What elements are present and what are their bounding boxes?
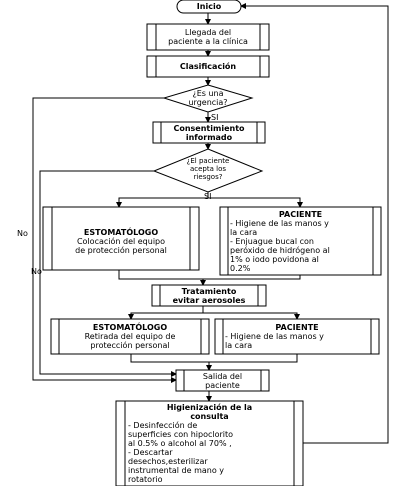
edge-label-si-2: SI [204,192,212,201]
llegada-label-2: paciente a la clínica [168,37,248,46]
edge-paciente-salida [209,354,298,363]
paciente-1-title: PACIENTE [278,210,323,219]
node-llegada [146,23,270,51]
higienizacion-title-2: consulta [190,412,229,421]
llegada-label-1: Llegada del [184,28,232,37]
higienizacion-item-4: - Descartar [128,448,173,457]
higienizacion-item-5: desechos,esterilizar [128,457,208,466]
acepta-label-2: acepta los [189,165,227,173]
estomatologo-1-title: ESTOMATÓLOGO [83,228,159,237]
paciente-1-item-2: la cara [230,228,258,237]
clasificacion-label: Clasificación [179,62,237,71]
acepta-label-1: ¿El paciente [186,157,230,165]
urgencia-label-2: urgencia? [188,98,228,107]
edge-label-si-1: SI [211,113,219,122]
node-paciente-1 [219,206,382,276]
salida-label-1: Salida del [202,372,243,381]
node-paciente-2 [214,318,380,355]
paciente-1-item-4: peróxido de hidrógeno al [230,246,330,255]
node-salida [175,369,270,392]
edge-label-no-1: No [17,229,28,238]
edge-acepta-estomatologo [116,192,209,208]
urgencia-label-1: ¿Es una [192,89,224,98]
node-acepta [152,148,264,193]
node-clasificacion [146,55,270,78]
edge-tratamiento-estomatologo [128,306,204,320]
node-urgencia [162,84,254,113]
paciente-1-item-6: 0.2% [230,264,251,273]
paciente-2-item-2: la cara [225,341,253,350]
higienizacion-item-1: - Desinfección de [128,421,198,430]
paciente-2-title: PACIENTE [275,323,319,332]
edge-estomatologo-tratamiento [118,270,206,286]
node-consentimiento [152,121,266,144]
tratamiento-label-1: Tratamiento [181,287,237,296]
edge-higienizacion-inicio [240,3,389,444]
paciente-2-item-1: - Higiene de las manos y [225,332,324,341]
higienizacion-item-2: superficies con hipoclorito [128,430,234,439]
estomatologo-1-text-2: de protección personal [75,246,167,255]
edge-acepta-no-salida [39,170,177,377]
higienizacion-item-3: al 0.5% o alcohol al 70% , [128,439,232,448]
node-estomatologo-1 [42,206,200,271]
paciente-1-item-5: 1% o iodo povidona al [230,255,319,264]
node-inicio [176,0,242,14]
edge-paciente-tratamiento [203,275,301,280]
estomatologo-2-text-1: Retirada del equipo de [84,332,176,341]
estomatologo-1-text-1: Colocación del equipo [76,237,166,246]
higienizacion-item-6: instrumental de mano y [128,466,225,475]
inicio-label: Inicio [196,2,222,11]
node-estomatologo-2 [50,318,210,355]
tratamiento-label-2: evitar aerosoles [172,296,246,305]
node-tratamiento [151,284,267,307]
consentimiento-label-1: Consentimiento [173,124,245,133]
consentimiento-label-2: informado [185,133,233,142]
edge-acepta-paciente [208,197,303,208]
higienizacion-item-7: rotatorio [128,475,163,484]
connectors [32,3,389,444]
edge-urgencia-no-salida [32,97,177,383]
edge-label-no-2: No [31,267,42,276]
edge-estomatologo-salida [130,354,212,371]
estomatologo-2-text-2: protección personal [90,341,170,350]
estomatologo-2-title: ESTOMATÓLOGO [92,323,168,332]
acepta-label-3: riesgos? [193,173,223,181]
salida-label-2: paciente [205,381,240,390]
higienizacion-title-1: Higienización de la [166,403,253,412]
paciente-1-item-1: - Higiene de las manos y [230,219,329,228]
node-higienizacion [115,400,304,486]
paciente-1-item-3: - Enjuague bucal con [230,237,314,246]
edge-tratamiento-paciente [203,312,300,320]
